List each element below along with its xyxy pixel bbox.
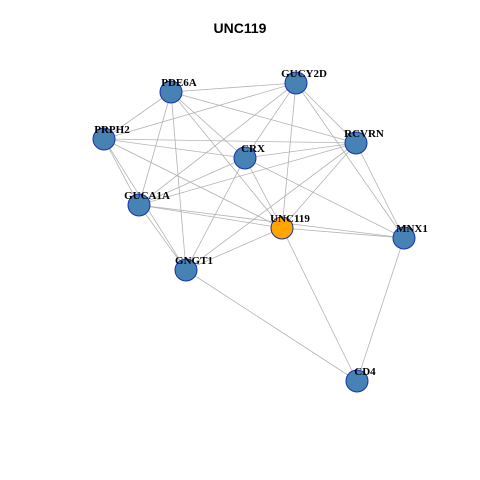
edge-crx-gngt1 [185, 157, 246, 271]
graph-title: UNC119 [213, 20, 267, 36]
edge-layer [103, 82, 405, 382]
edge-rcvrn-crx [244, 142, 357, 159]
edge-unc119-cd4 [281, 227, 358, 382]
node-label-prph2: PRPH2 [94, 124, 130, 136]
edge-pde6a-gucy2d [170, 82, 297, 93]
node-crx[interactable] [233, 146, 257, 170]
edge-gucy2d-mnx1 [295, 82, 405, 239]
node-guca1a[interactable] [127, 193, 151, 217]
edge-prph2-unc119 [103, 138, 283, 229]
node-label-crx: CRX [241, 143, 265, 155]
edge-pde6a-unc119 [170, 91, 283, 229]
edge-unc119-mnx1 [281, 227, 405, 239]
edge-guca1a-unc119 [138, 204, 283, 229]
node-cd4[interactable] [345, 369, 369, 393]
node-label-gngt1: GNGT1 [175, 255, 213, 267]
edge-gucy2d-crx [244, 82, 297, 159]
edge-rcvrn-guca1a [138, 142, 357, 206]
node-gngt1[interactable] [174, 258, 198, 282]
label-layer: PDE6A GUCY2D PRPH2 RCVRN CRX GUCA1A UNC119MNX1… [94, 68, 428, 378]
edge-prph2-guca1a [103, 138, 140, 206]
edge-prph2-rcvrn [103, 138, 357, 144]
node-mnx1[interactable] [392, 226, 416, 250]
edge-guca1a-gngt1 [138, 204, 187, 271]
node-layer [92, 71, 416, 393]
edge-rcvrn-mnx1 [355, 142, 405, 239]
edge-pde6a-guca1a [138, 91, 172, 206]
edge-prph2-crx [103, 138, 246, 159]
edge-gngt1-cd4 [185, 269, 358, 382]
node-label-unc119: UNC119 [270, 213, 310, 225]
node-gucy2d[interactable] [284, 71, 308, 95]
edge-pde6a-gngt1 [170, 91, 187, 271]
edge-crx-mnx1 [244, 157, 405, 239]
edge-gucy2d-guca1a [138, 82, 297, 206]
node-rcvrn[interactable] [344, 131, 368, 155]
node-label-pde6a: PDE6A [161, 77, 197, 89]
edge-crx-guca1a [138, 157, 246, 206]
node-label-guca1a: GUCA1A [124, 190, 170, 202]
edge-unc119-gngt1 [185, 227, 283, 271]
edge-mnx1-cd4 [356, 237, 405, 382]
node-label-mnx1: MNX1 [396, 223, 428, 235]
node-prph2[interactable] [92, 127, 116, 151]
node-label-cd4: CD4 [354, 366, 376, 378]
edge-pde6a-crx [170, 91, 246, 159]
edge-gucy2d-prph2 [103, 82, 297, 140]
edge-gucy2d-rcvrn [295, 82, 357, 144]
edge-crx-unc119 [244, 157, 283, 229]
edge-pde6a-rcvrn [170, 91, 357, 144]
node-label-rcvrn: RCVRN [344, 128, 384, 140]
node-unc119[interactable] [270, 216, 294, 240]
edge-pde6a-prph2 [103, 91, 172, 140]
node-pde6a[interactable] [159, 80, 183, 104]
edge-guca1a-mnx1 [138, 204, 405, 239]
node-label-gucy2d: GUCY2D [281, 68, 327, 80]
edge-gucy2d-unc119 [281, 82, 297, 229]
edge-rcvrn-unc119 [281, 142, 357, 229]
